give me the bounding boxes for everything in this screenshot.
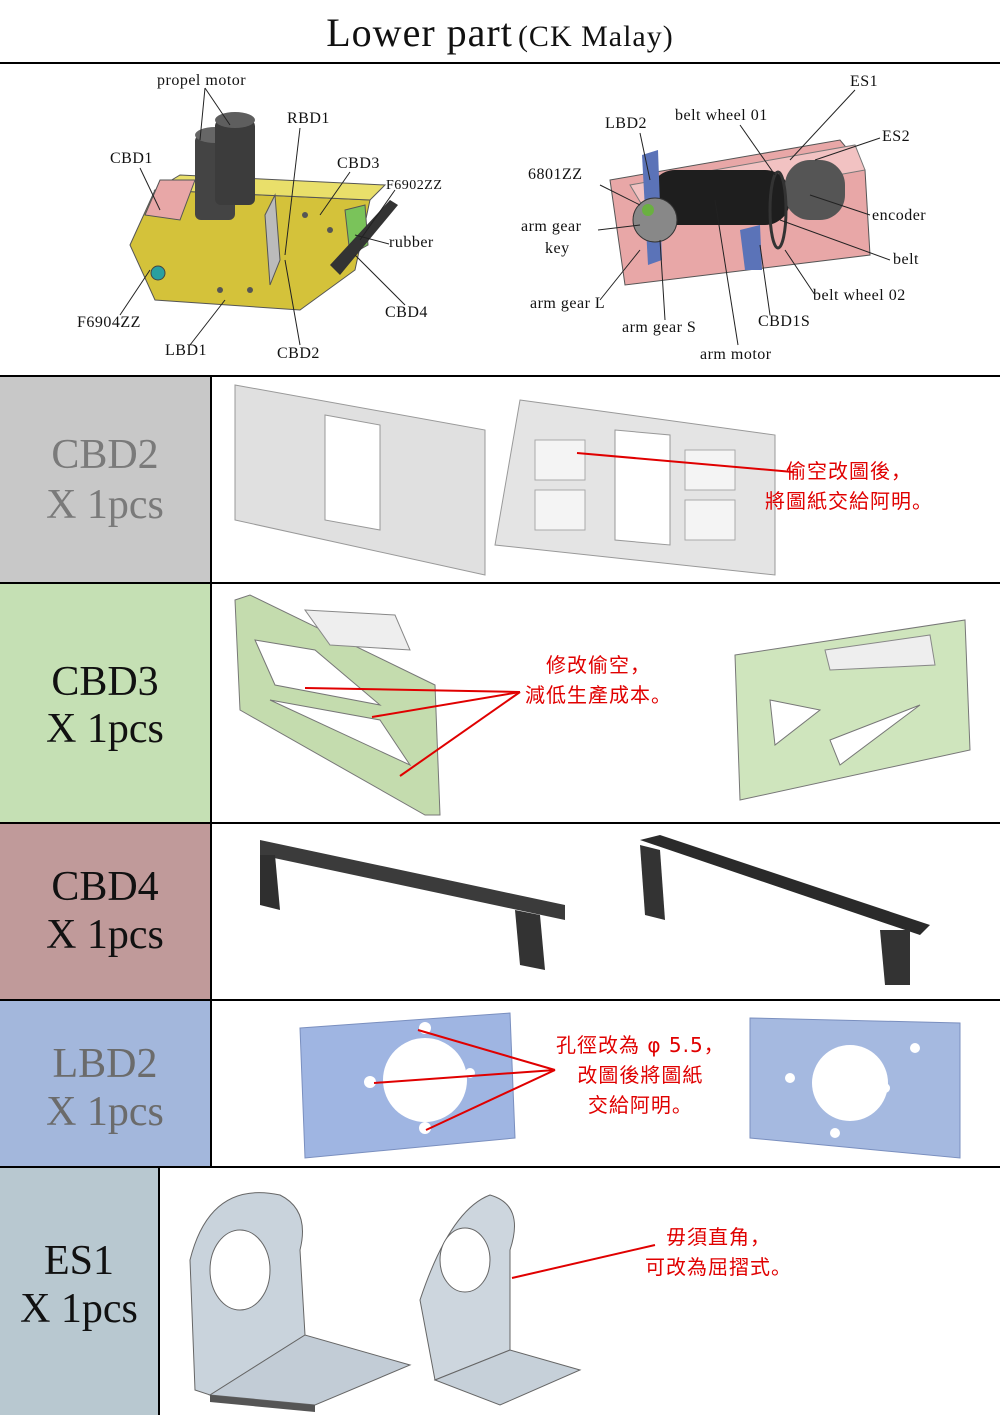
part-name: CBD4	[51, 864, 159, 910]
divider	[0, 62, 1000, 64]
divider	[0, 1166, 1000, 1168]
panel-divider	[210, 377, 212, 582]
note-line: 將圖紙交給阿明。	[765, 489, 933, 513]
label-cbd1: CBD1	[110, 150, 153, 167]
label-lbd1: LBD1	[165, 342, 207, 359]
panel-divider	[210, 1001, 212, 1166]
label-arm-gear-s: arm gear S	[622, 319, 697, 336]
note-line: 交給阿明。	[587, 1093, 693, 1117]
note-line: 減低生產成本。	[525, 683, 672, 707]
part-qty: X 1pcs	[46, 1089, 164, 1135]
note-line: 偷空改圖後，	[786, 459, 912, 483]
es1-drawing	[189, 1192, 582, 1412]
divider	[0, 375, 1000, 377]
label-es2: ES2	[882, 128, 911, 145]
panel-cbd4: CBD4 X 1pcs	[0, 824, 210, 999]
title-main: Lower part	[326, 10, 513, 55]
label-cbd3: CBD3	[337, 155, 380, 172]
panel-es1: ES1 X 1pcs	[0, 1168, 158, 1415]
panel-divider	[210, 584, 212, 822]
part-qty: X 1pcs	[46, 912, 164, 958]
part-name: CBD3	[51, 659, 159, 705]
divider	[0, 582, 1000, 584]
label-arm-gear: arm gear	[521, 218, 582, 235]
overview-leader-lines	[119, 87, 891, 346]
cbd2-note: 偷空改圖後， 將圖紙交給阿明。	[765, 456, 933, 516]
note-line: 毋須直角，	[666, 1225, 771, 1249]
part-qty: X 1pcs	[20, 1286, 138, 1332]
lbd2-note: 孔徑改為 φ 5.5， 改圖後將圖紙 交給阿明。	[556, 1030, 725, 1120]
panel-cbd2: CBD2 X 1pcs	[0, 377, 210, 582]
label-rbd1: RBD1	[287, 110, 330, 127]
part-name: LBD2	[52, 1041, 158, 1087]
cbd2-drawing	[234, 384, 776, 576]
title-sub: (CK Malay)	[517, 20, 674, 53]
label-belt-wheel-01: belt wheel 01	[675, 107, 768, 124]
cbd3-arrows	[304, 687, 521, 777]
label-encoder: encoder	[872, 207, 927, 224]
note-line: 修改偷空，	[546, 653, 651, 677]
label-f6904zz: F6904ZZ	[77, 314, 141, 331]
label-key: key	[545, 240, 570, 257]
label-arm-gear-l: arm gear L	[530, 295, 606, 312]
overview-right-drawing	[609, 139, 871, 286]
part-name: ES1	[43, 1238, 114, 1284]
label-lbd2: LBD2	[605, 115, 647, 132]
part-qty: X 1pcs	[46, 706, 164, 752]
note-line: 孔徑改為 φ 5.5，	[556, 1033, 725, 1057]
panel-cbd3: CBD3 X 1pcs	[0, 584, 210, 822]
label-cbd1s: CBD1S	[758, 313, 811, 330]
label-belt: belt	[893, 251, 919, 268]
note-line: 可改為屈摺式。	[645, 1255, 792, 1279]
label-f6902zz: F6902ZZ	[386, 178, 443, 193]
panel-divider	[158, 1168, 160, 1415]
divider	[0, 822, 1000, 824]
panel-divider	[210, 824, 212, 999]
divider	[0, 999, 1000, 1001]
label-belt-wheel-02: belt wheel 02	[813, 287, 906, 304]
page-title: Lower part (CK Malay)	[0, 0, 1000, 62]
cbd2-arrow	[576, 452, 794, 473]
panel-lbd2: LBD2 X 1pcs	[0, 1001, 210, 1166]
label-es1: ES1	[850, 73, 879, 90]
note-line: 改圖後將圖紙	[577, 1063, 704, 1087]
label-6801zz: 6801ZZ	[528, 166, 583, 183]
es1-note: 毋須直角， 可改為屈摺式。	[645, 1222, 792, 1282]
lbd2-arrows	[373, 1029, 556, 1131]
cbd4-drawing	[260, 835, 930, 985]
label-cbd4: CBD4	[385, 304, 428, 321]
cbd3-note: 修改偷空， 減低生產成本。	[525, 650, 672, 710]
part-qty: X 1pcs	[46, 482, 164, 528]
part-name: CBD2	[51, 432, 159, 478]
label-propel-motor: propel motor	[157, 72, 247, 89]
overview-left-drawing	[129, 112, 398, 311]
label-cbd2: CBD2	[277, 345, 320, 362]
label-rubber: rubber	[389, 234, 434, 251]
lbd2-drawing	[299, 1012, 961, 1159]
label-arm-motor: arm motor	[700, 346, 772, 363]
